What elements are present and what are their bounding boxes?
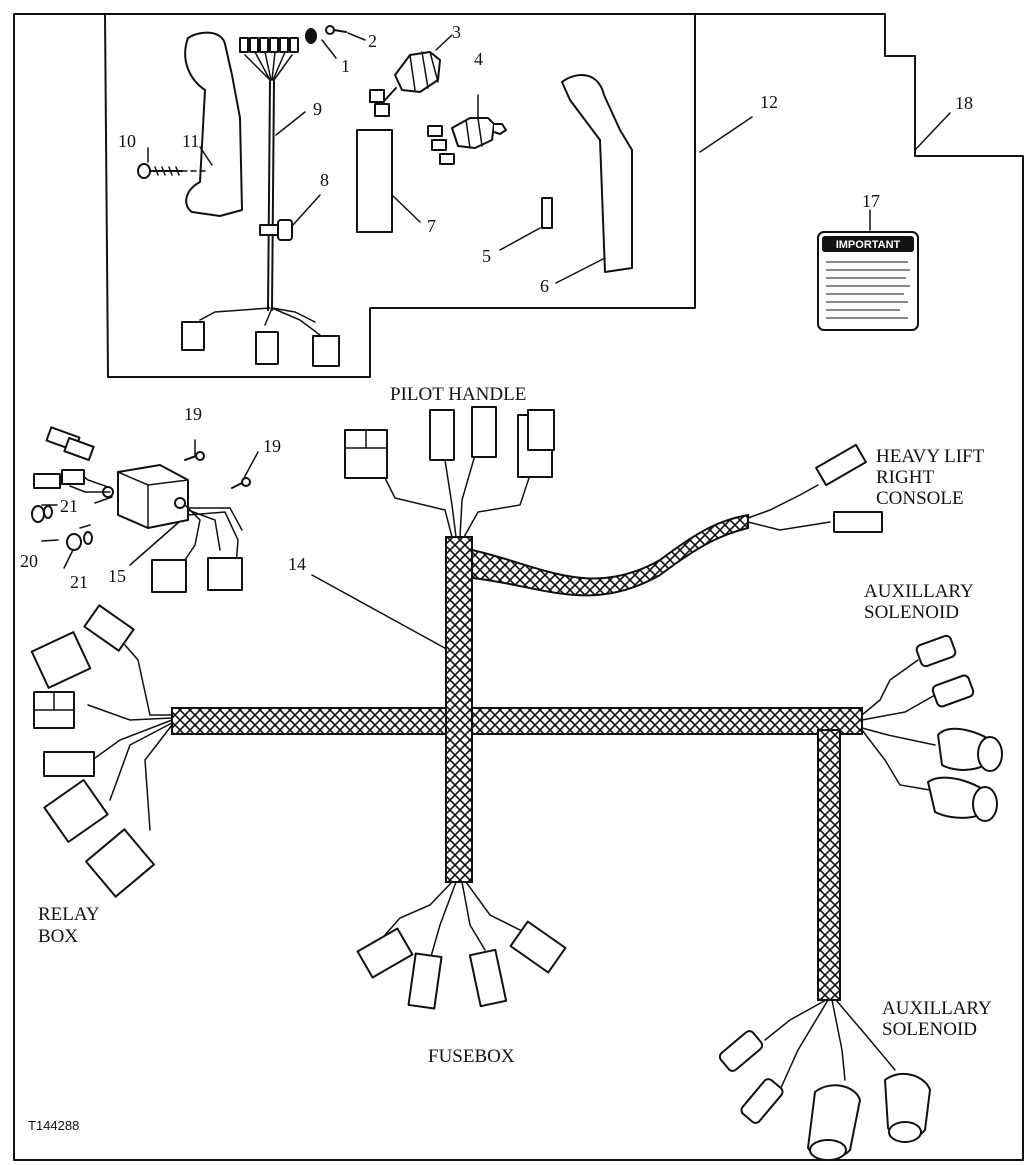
aux-solenoid-upper-connectors [861, 634, 1003, 822]
pilot-handle-connectors [344, 406, 555, 538]
screw-part-10 [137, 163, 206, 179]
panel-part-6 [561, 74, 633, 273]
main-harness-part-14 [171, 513, 863, 1001]
callout-21b: 21 [70, 572, 88, 592]
label-pilot-handle: PILOT HANDLE [390, 384, 526, 405]
callout-6: 6 [540, 276, 549, 296]
harness-horizontal-trunk [171, 707, 863, 735]
spacer-part-5 [541, 197, 553, 229]
label-aux-bottom-1: AUXILLARY [882, 998, 992, 1019]
fusebox-connectors [356, 881, 567, 1010]
callout-7: 7 [427, 216, 436, 236]
label-aux-bottom-2: SOLENOID [882, 1019, 977, 1040]
label-heavy-lift-1: HEAVY LIFT [876, 446, 985, 467]
clip-part-8 [259, 219, 293, 241]
callout-15: 15 [108, 566, 126, 586]
leader-lines [41, 32, 951, 653]
inset-parts [137, 25, 633, 367]
bracket-part-11 [184, 31, 243, 217]
callout-18: 18 [955, 93, 973, 113]
connector-labels: PILOT HANDLE HEAVY LIFT RIGHT CONSOLE AU… [38, 384, 992, 1067]
callout-19a: 19 [184, 404, 202, 424]
callout-11: 11 [182, 131, 199, 151]
plate-part-7 [356, 129, 393, 233]
callout-20: 20 [20, 551, 38, 571]
label-relay-2: BOX [38, 926, 78, 947]
relay-box-connectors [30, 604, 173, 898]
important-decal: IMPORTANT [817, 231, 919, 331]
screw-part-2 [325, 25, 347, 35]
harness-heavy-lift-branch [471, 513, 749, 597]
important-title: IMPORTANT [836, 239, 901, 251]
inset-harness-part-9 [181, 37, 340, 367]
heavy-lift-connectors [747, 443, 883, 533]
callout-numbers: 1 2 3 4 5 6 7 8 9 10 11 12 14 15 17 18 1… [20, 22, 973, 592]
inset-panel-outline [104, 13, 696, 378]
callout-10: 10 [118, 131, 136, 151]
label-fusebox: FUSEBOX [428, 1046, 515, 1067]
label-heavy-lift-3: CONSOLE [876, 488, 964, 509]
console-panel-outline [13, 13, 1024, 1161]
callout-19b: 19 [263, 436, 281, 456]
callout-3: 3 [452, 22, 461, 42]
callout-9: 9 [313, 99, 322, 119]
callout-1: 1 [341, 56, 350, 76]
callout-12: 12 [760, 92, 778, 112]
callout-17: 17 [862, 191, 880, 211]
callout-2: 2 [368, 31, 377, 51]
switch-part-3 [369, 51, 441, 117]
label-relay-1: RELAY [38, 904, 100, 925]
callout-8: 8 [320, 170, 329, 190]
callout-5: 5 [482, 246, 491, 266]
label-heavy-lift-2: RIGHT [876, 467, 934, 488]
callout-4: 4 [474, 49, 483, 69]
figure-id: T144288 [28, 1118, 79, 1133]
harness-center-trunk [445, 536, 473, 883]
callout-21a: 21 [60, 496, 78, 516]
harness-right-trunk [817, 729, 841, 1001]
label-aux-top-1: AUXILLARY [864, 581, 974, 602]
label-aux-top-2: SOLENOID [864, 602, 959, 623]
grommet-part-1 [305, 28, 317, 44]
aux-solenoid-lower-connectors [718, 999, 931, 1161]
switch-part-4 [427, 117, 507, 165]
relay-module-part-15 [31, 426, 251, 593]
callout-14: 14 [288, 554, 306, 574]
